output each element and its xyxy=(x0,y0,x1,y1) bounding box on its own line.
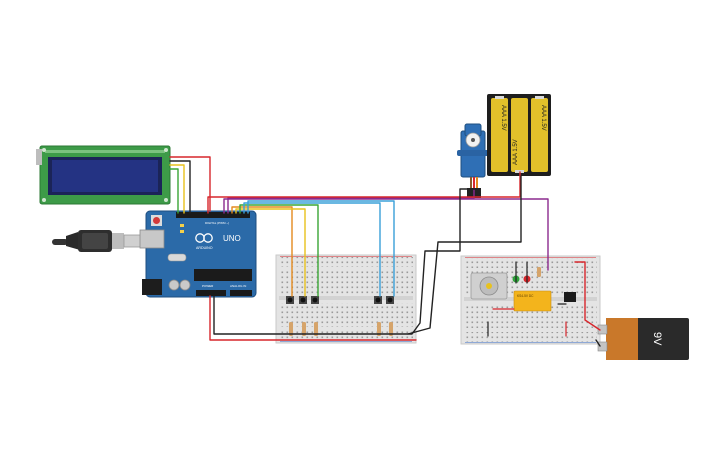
lcd-display xyxy=(36,145,171,205)
breadboard-left xyxy=(275,254,417,344)
battery-9v: 9V xyxy=(597,318,689,360)
breadboard-right xyxy=(460,255,601,345)
battery-cell-label-3: AAA 1.5V xyxy=(540,105,546,131)
resistors-left xyxy=(289,322,393,336)
aaa-battery-pack: AAA 1.5V AAA 1.5V AAA 1.5V xyxy=(487,94,551,176)
dc-motor xyxy=(470,272,508,300)
servo-motor xyxy=(457,123,489,198)
battery-9v-label: 9V xyxy=(651,332,663,346)
arduino-uno: UNO ARDUINO DIGITAL (PWM ~) POWER ANALOG… xyxy=(139,210,257,298)
battery-cell-label-2: AAA 1.5V xyxy=(513,139,519,165)
relay-label: KS4-5V DC xyxy=(517,294,534,298)
transistor xyxy=(564,292,576,302)
arduino-analog-label: ANALOG IN xyxy=(230,284,246,288)
arduino-brand-label: ARDUINO xyxy=(196,246,213,250)
arduino-board-label: UNO xyxy=(223,234,241,243)
arduino-digital-label: DIGITAL (PWM ~) xyxy=(205,221,229,225)
relay: KS4-5V DC xyxy=(513,290,552,312)
usb-cable xyxy=(52,230,153,252)
battery-cell-label-1: AAA 1.5V xyxy=(500,105,506,131)
wires xyxy=(169,156,601,347)
push-buttons xyxy=(286,296,394,304)
arduino-power-label: POWER xyxy=(202,284,214,288)
